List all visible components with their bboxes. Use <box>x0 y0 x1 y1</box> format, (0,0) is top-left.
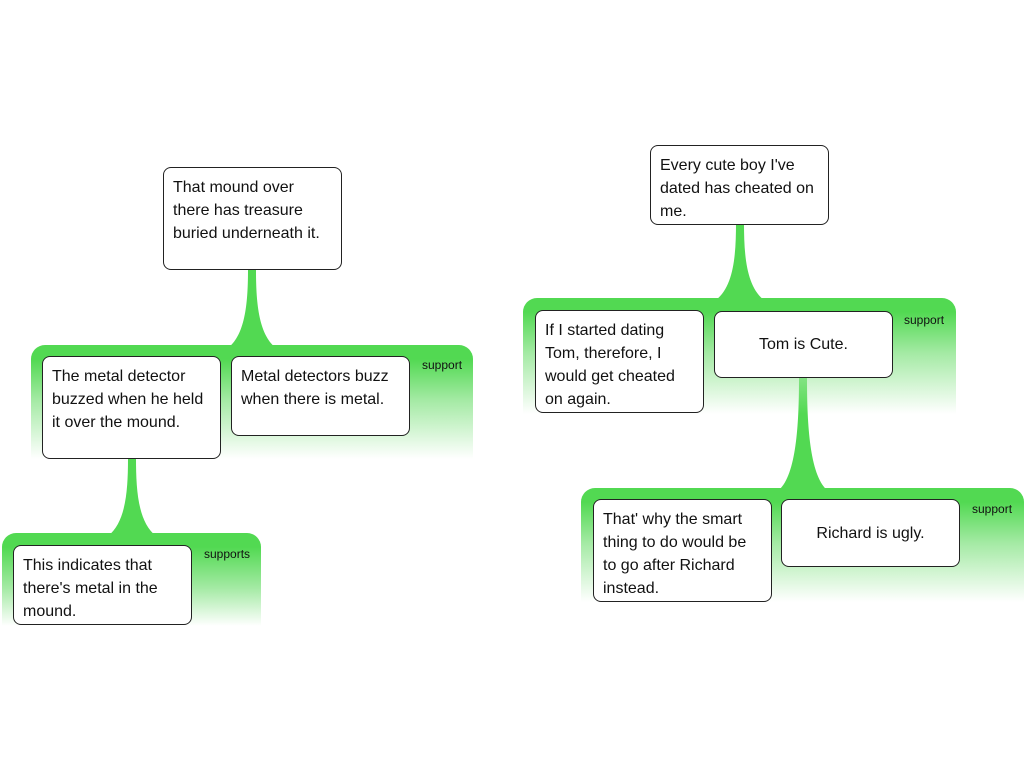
group-label-right: support <box>904 313 945 327</box>
premise-node-tom-is-cute[interactable]: Tom is Cute. <box>714 311 893 378</box>
connector-left-sub <box>108 458 156 536</box>
group-label-left: support <box>422 358 463 372</box>
claim-node-right[interactable]: Every cute boy I've dated has cheated on… <box>650 145 829 225</box>
premise-node-go-after-richard[interactable]: That' why the smart thing to do would be… <box>593 499 772 602</box>
premise-node-metal-detectors-buzz[interactable]: Metal detectors buzz when there is metal… <box>231 356 410 436</box>
claim-node-left[interactable]: That mound over there has treasure burie… <box>163 167 342 270</box>
sub-group-label-left: supports <box>204 547 251 561</box>
connector-right-sub <box>779 377 827 490</box>
premise-node-richard-is-ugly[interactable]: Richard is ugly. <box>781 499 960 567</box>
sub-group-label-right: support <box>972 502 1013 516</box>
connector-right-claim <box>716 223 764 300</box>
premise-node-metal-in-mound[interactable]: This indicates that there's metal in the… <box>13 545 192 625</box>
premise-node-dating-tom[interactable]: If I started dating Tom, therefore, I wo… <box>535 310 704 413</box>
connector-left-claim <box>228 269 276 348</box>
premise-node-metal-detector-buzzed[interactable]: The metal detector buzzed when he held i… <box>42 356 221 459</box>
